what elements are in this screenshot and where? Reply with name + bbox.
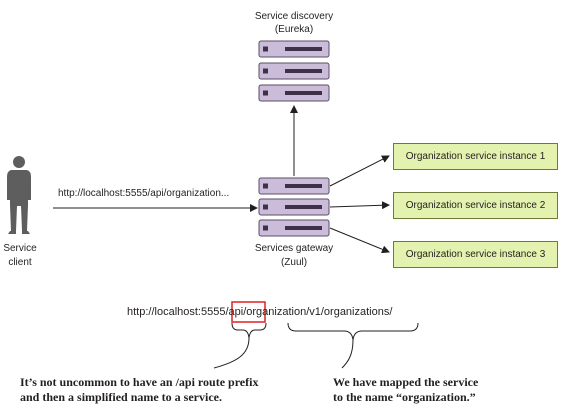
gateway-title: Services gateway bbox=[254, 243, 334, 254]
route-url: http://localhost:5555/api/organization/v… bbox=[127, 305, 392, 319]
gateway-to-instance-3-arrow bbox=[329, 227, 390, 254]
left-callout-line bbox=[213, 337, 250, 369]
instance-box-3: Organization service instance 3 bbox=[393, 241, 558, 268]
request-url-label: http://localhost:5555/api/organization..… bbox=[58, 188, 230, 199]
gateway-subtitle: (Zuul) bbox=[280, 257, 308, 268]
client-label-line2: client bbox=[8, 257, 32, 268]
discovery-subtitle: (Eureka) bbox=[274, 24, 314, 35]
instance-box-2: Organization service instance 2 bbox=[393, 192, 558, 219]
discovery-server-stack bbox=[258, 40, 330, 102]
gateway-to-instance-1-arrow bbox=[329, 155, 390, 187]
right-annotation-line2: to the name “organization.” bbox=[333, 390, 476, 404]
left-annotation-line1: It’s not uncommon to have an /api route … bbox=[20, 375, 259, 389]
discovery-title: Service discovery bbox=[254, 11, 334, 22]
left-curly-brace bbox=[231, 322, 267, 339]
client-label-line1: Service bbox=[3, 243, 37, 254]
left-annotation-line2: and then a simplified name to a service. bbox=[20, 390, 222, 404]
person-icon bbox=[7, 156, 31, 234]
instance-box-1: Organization service instance 1 bbox=[393, 143, 558, 170]
api-prefix-highlight bbox=[231, 301, 266, 323]
gateway-server-stack bbox=[258, 177, 330, 237]
route-url-suffix: rganization/v1/organizations/ bbox=[252, 306, 393, 318]
right-curly-brace bbox=[287, 322, 419, 341]
right-callout-line bbox=[341, 339, 354, 369]
route-url-prefix: http://localhost:555 bbox=[127, 306, 220, 318]
right-annotation-line1: We have mapped the service bbox=[333, 375, 479, 389]
gateway-to-instance-2-arrow bbox=[329, 201, 390, 210]
route-url-highlighted: 5/api/o bbox=[219, 306, 253, 318]
